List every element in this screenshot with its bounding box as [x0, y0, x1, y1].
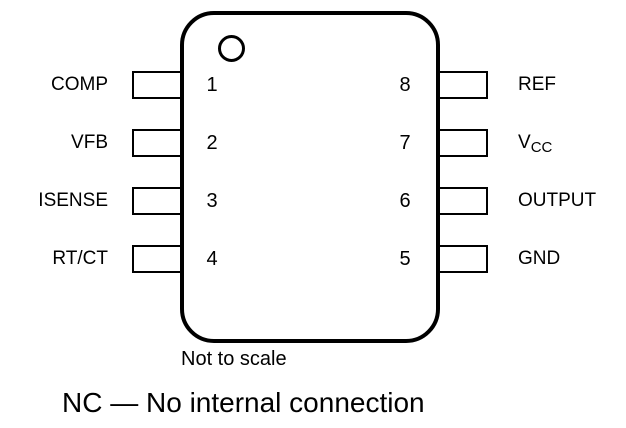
pin-lead-4 [132, 245, 182, 273]
pin-number-3: 3 [206, 190, 218, 212]
pin-label-text: REF [518, 74, 556, 95]
pin-number-6: 6 [399, 190, 411, 212]
pin-number-8: 8 [399, 74, 411, 96]
pin-label-rtct: RT/CT [52, 248, 108, 269]
pin1-indicator-icon [218, 35, 245, 62]
pin-label-text: GND [518, 248, 561, 269]
pin-number-7: 7 [399, 132, 411, 154]
pin-lead-3 [132, 187, 182, 215]
pin-label-vfb: VFB [71, 132, 108, 153]
pin-label-gnd: GND [518, 245, 560, 273]
pin-lead-6 [438, 187, 488, 215]
pin-number-5: 5 [399, 248, 411, 270]
pin-lead-5 [438, 245, 488, 273]
scale-note: Not to scale [181, 348, 287, 370]
pin-label-comp: COMP [51, 74, 108, 95]
pin-lead-1 [132, 71, 182, 99]
pin-label-isense: ISENSE [38, 190, 108, 211]
pin-lead-7 [438, 129, 488, 157]
pin-label-text: OUTPUT [518, 190, 597, 211]
pin-lead-2 [132, 129, 182, 157]
pin-label-subscript: CC [530, 139, 553, 156]
pin-number-4: 4 [206, 248, 218, 270]
pin-number-2: 2 [206, 132, 218, 154]
pin-lead-8 [438, 71, 488, 99]
pin-label-text: V [518, 132, 531, 153]
pin-label-vcc: VCC [518, 129, 552, 157]
pin-label-output: OUTPUT [518, 187, 596, 215]
ic-package-body [180, 11, 440, 343]
pin-label-ref: REF [518, 71, 556, 99]
pin-number-1: 1 [206, 74, 218, 96]
nc-footnote: NC — No internal connection [62, 387, 425, 418]
